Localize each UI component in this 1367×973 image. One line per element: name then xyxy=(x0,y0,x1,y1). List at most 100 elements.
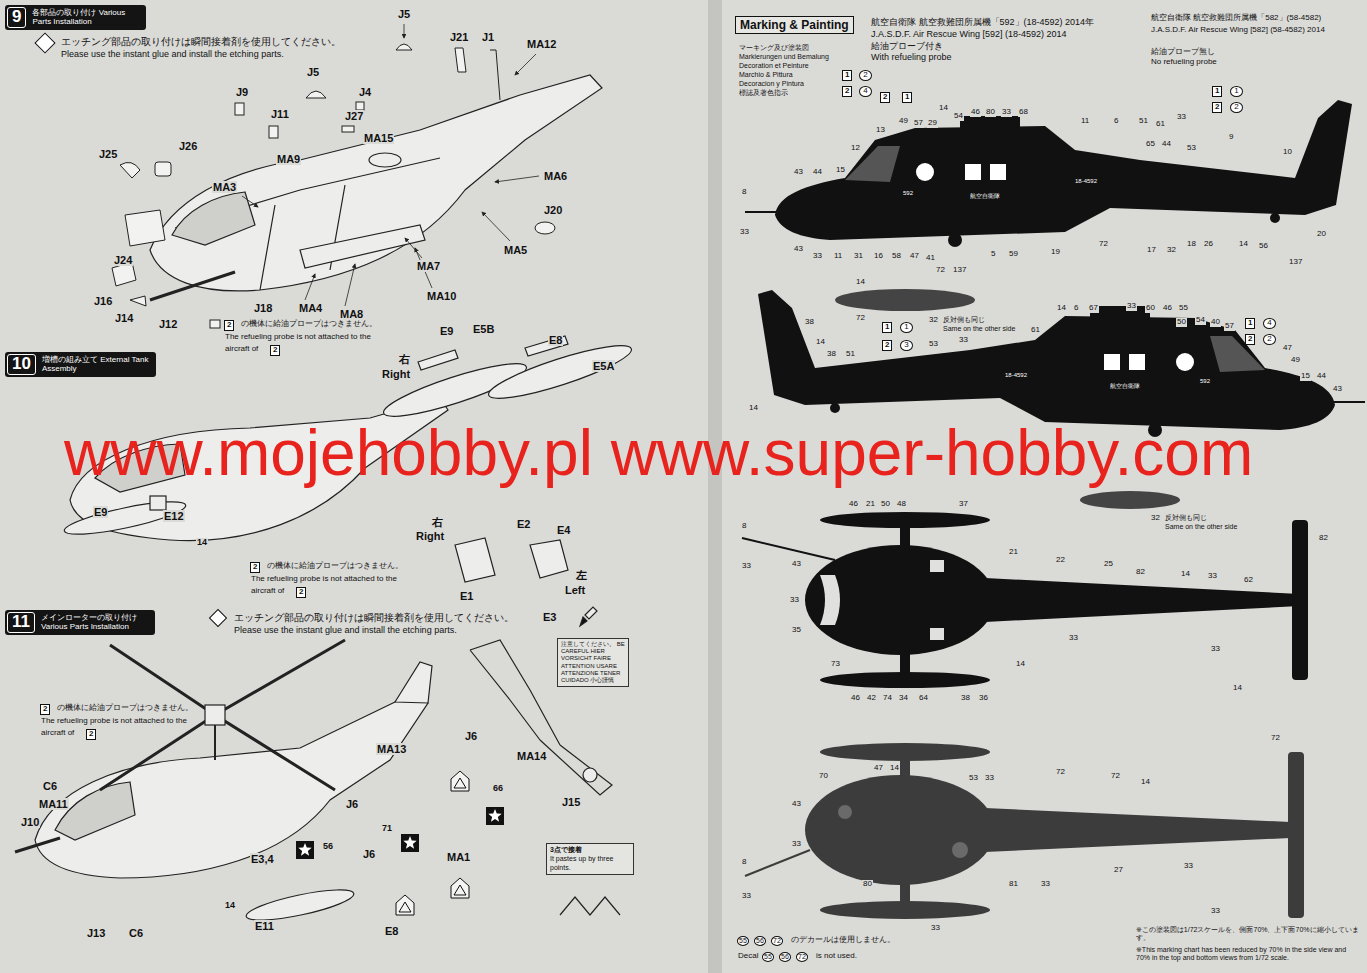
note-text: J.A.S.D.F. Air Rescue Wing [592] (18-459… xyxy=(870,30,1068,40)
step-header: 11メインローターの取り付け Various Parts Installatio… xyxy=(5,610,155,635)
decal-number: 11 xyxy=(1080,117,1090,126)
node-text: 注意してください。 BE CAREFUL HIER VORSICHT FAIRE… xyxy=(561,641,625,684)
note-text: のデカールは使用しません。 xyxy=(790,936,896,945)
step-number: 9 xyxy=(7,7,26,28)
decal-number: 54 xyxy=(1195,316,1206,325)
hull-marking: 18-4592 xyxy=(1075,178,1097,185)
callout-number: E3 xyxy=(542,611,557,623)
note-text: 航空自衛隊 航空救難団所属機「592」(18-4592) 2014年 xyxy=(870,18,1095,28)
node-text: 3点で接着 xyxy=(550,846,630,855)
refuel-probe xyxy=(742,538,835,560)
decal-number: 14 xyxy=(815,338,826,347)
node-text: It pastes up by three points. xyxy=(550,855,630,873)
callout-number: E11 xyxy=(254,920,275,932)
decal-number: 33 xyxy=(741,892,752,901)
note-text: マーキング及び塗装図 xyxy=(738,44,810,52)
step-number: 11 xyxy=(7,612,35,633)
decal-number: 46 xyxy=(850,694,861,703)
leader-lines xyxy=(242,24,539,306)
decal-number: 38 xyxy=(804,318,815,327)
callout-number: J15 xyxy=(561,796,581,808)
decal-number: 17 xyxy=(1146,246,1157,255)
callout-number: J10 xyxy=(20,816,40,828)
top-view-silhouette xyxy=(742,512,1308,688)
decal-number: 9 xyxy=(1228,133,1234,142)
callout-number: J24 xyxy=(113,254,133,266)
refuel-probe xyxy=(745,211,778,213)
option-mark: 2 xyxy=(250,562,260,573)
part xyxy=(583,768,597,782)
fuselage-outline xyxy=(35,690,428,878)
decal-number: 20 xyxy=(1316,230,1327,239)
decal-number: 8 xyxy=(741,522,747,531)
decal-number: 48 xyxy=(896,500,907,509)
note-text: No refueling probe xyxy=(1150,58,1218,67)
decal-number: 40 xyxy=(1210,318,1221,327)
decal-number: 61 xyxy=(1030,326,1041,335)
side-view-silhouette xyxy=(758,290,1365,437)
fuselage-outline xyxy=(150,75,602,291)
decal-number: 74 xyxy=(882,694,893,703)
callout-number: J5 xyxy=(306,66,320,78)
decal-number: 5 xyxy=(990,250,996,259)
decal-number: 29 xyxy=(927,119,938,128)
decal-number: 58 xyxy=(891,252,902,261)
part xyxy=(269,126,278,138)
decal-number: 57 xyxy=(913,119,924,128)
callout-number: 右 xyxy=(431,516,444,528)
step-header: 9各部品の取り付け Various Parts Installation xyxy=(5,5,146,30)
callout-number: 56 xyxy=(322,842,334,852)
external-tank xyxy=(820,512,990,528)
note-text: 標誌及著色指示 xyxy=(738,89,789,97)
decal-number: 72 xyxy=(1270,734,1281,743)
decal-number: 33 xyxy=(741,562,752,571)
decal-number: 14 xyxy=(1180,570,1191,579)
decal-number: 16 xyxy=(873,252,884,261)
option-mark: 2 xyxy=(296,587,306,598)
stabilizer xyxy=(1288,752,1304,918)
option-mark: 2 xyxy=(224,320,234,331)
decal-number: 33 xyxy=(789,596,800,605)
decal-number: 41 xyxy=(925,254,936,263)
decal-number: 33 xyxy=(791,840,802,849)
decal-number: 43 xyxy=(1332,385,1343,394)
part xyxy=(396,44,412,50)
rotor-hub xyxy=(205,705,225,725)
callout-number: E9 xyxy=(439,325,454,337)
refuel-probe xyxy=(150,272,235,300)
note-text: の機体に給油プローブはつきません。 xyxy=(266,562,404,571)
decal-number: 36 xyxy=(978,694,989,703)
option-mark: 2 xyxy=(1212,102,1222,113)
hull-marking: 18-4592 xyxy=(1005,372,1027,379)
part xyxy=(210,320,220,328)
part xyxy=(535,222,555,234)
decal-number: 33 xyxy=(812,252,823,261)
decal-number: 14 xyxy=(1232,684,1243,693)
refuel-probe xyxy=(15,838,60,852)
decal-number: 46 xyxy=(1162,304,1173,313)
tank-view xyxy=(835,289,975,311)
leader-line xyxy=(404,24,405,38)
decal-number: 18 xyxy=(1186,240,1197,249)
decal-number: 35 xyxy=(791,626,802,635)
note-text: 反対側も同じ xyxy=(1164,514,1208,522)
callout-number: J6 xyxy=(464,730,478,742)
decal-number: 55 xyxy=(1178,304,1189,313)
decal-number: 60 xyxy=(1145,304,1156,313)
hatch xyxy=(952,842,968,858)
decal-number: 14 xyxy=(889,764,900,773)
diamond-icon xyxy=(35,33,55,53)
note-text: ※This marking chart has been reduced by … xyxy=(1135,946,1362,961)
note-text: Markierungen und Bemalung xyxy=(738,53,830,61)
callout-number: E2 xyxy=(516,518,531,530)
part xyxy=(455,48,466,72)
diamond-icon xyxy=(210,610,227,627)
external-tank xyxy=(485,336,636,407)
callout-number: MA12 xyxy=(526,38,557,50)
canopy xyxy=(172,192,255,245)
callout-number: MA7 xyxy=(416,260,441,272)
decal-number: 72 xyxy=(855,314,866,323)
decal-number: 33 xyxy=(739,228,750,237)
callout-number: E8 xyxy=(384,925,399,937)
decal-number: 43 xyxy=(793,245,804,254)
